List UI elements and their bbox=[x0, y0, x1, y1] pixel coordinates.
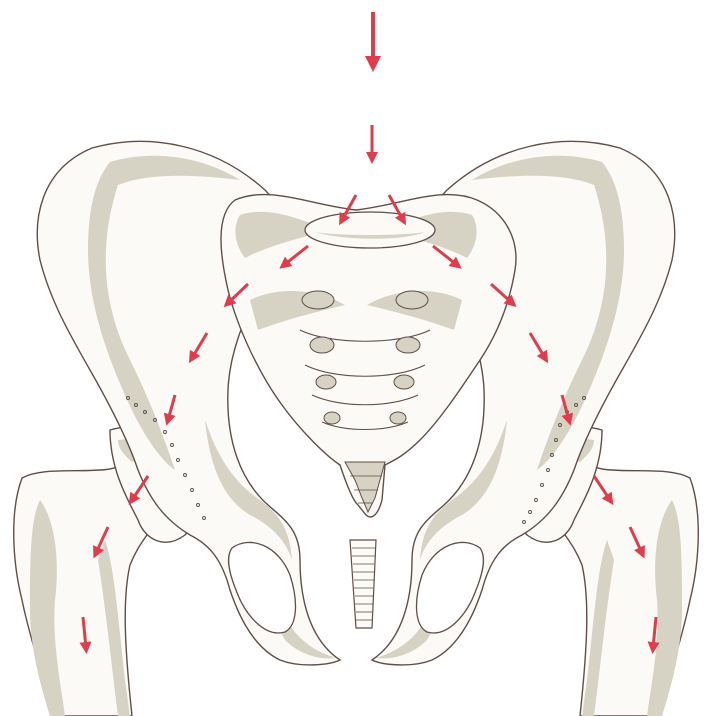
pubic-symphysis bbox=[350, 540, 376, 628]
